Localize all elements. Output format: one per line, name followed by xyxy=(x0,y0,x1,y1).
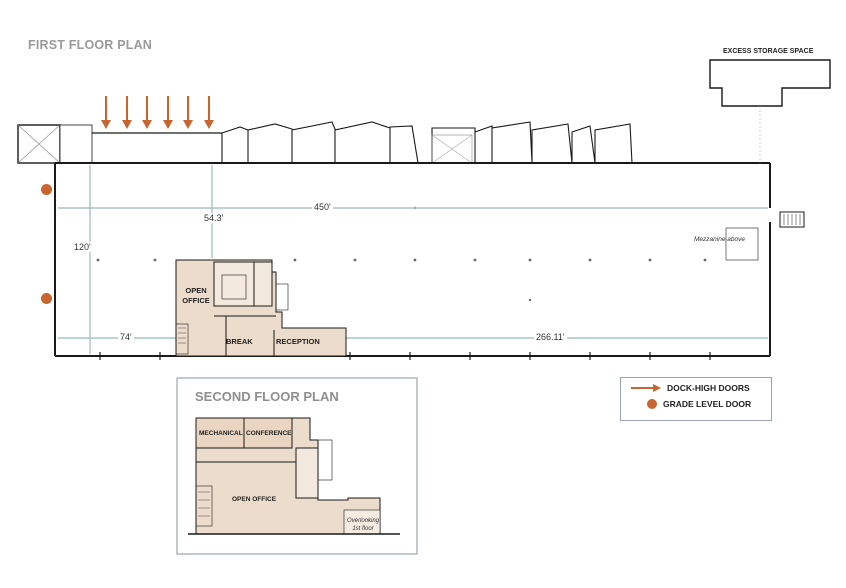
dimension-74: 74' xyxy=(118,332,134,342)
legend-item-dock-high: DOCK-HIGH DOORS xyxy=(621,380,771,396)
room-break: BREAK xyxy=(226,337,253,346)
excess-storage-label: EXCESS STORAGE SPACE xyxy=(723,48,814,55)
office-block-second-floor xyxy=(188,417,400,535)
arrow-right-icon xyxy=(631,384,661,392)
arrow-down-icon xyxy=(100,96,112,135)
arrow-down-icon xyxy=(121,96,133,135)
dot-icon xyxy=(647,399,657,409)
warehouse-outline xyxy=(54,162,805,360)
room-mechanical: MECHANICAL xyxy=(199,430,243,437)
dimension-width-120: 120' xyxy=(72,242,93,252)
dimension-lines xyxy=(58,165,768,354)
legend-label-dock-high: DOCK-HIGH DOORS xyxy=(667,383,750,393)
mezzanine-label: Mezzanine above xyxy=(694,236,745,243)
room-open-office: OPEN OFFICE xyxy=(182,286,210,305)
legend-label-grade-level: GRADE LEVEL DOOR xyxy=(663,399,752,409)
dimension-266-11: 266.11' xyxy=(534,332,567,342)
arrow-down-icon xyxy=(141,96,153,135)
column-grid xyxy=(96,206,707,302)
arrow-down-icon xyxy=(162,96,174,135)
legend: DOCK-HIGH DOORS GRADE LEVEL DOOR xyxy=(620,377,772,421)
legend-item-grade-level: GRADE LEVEL DOOR xyxy=(621,396,771,412)
grade-level-door-marker xyxy=(41,184,52,195)
room-reception: RECEPTION xyxy=(276,337,320,346)
second-floor-title: SECOND FLOOR PLAN xyxy=(195,389,339,404)
dimension-54-3: 54.3' xyxy=(202,213,226,223)
arrow-down-icon xyxy=(182,96,194,135)
room-overlooking: Overlooking 1st floor xyxy=(346,518,379,532)
room-open-office-2f: OPEN OFFICE xyxy=(232,496,277,503)
mezzanine-outline xyxy=(725,227,759,261)
arrow-down-icon xyxy=(203,96,215,135)
excess-storage-outline xyxy=(709,59,831,107)
room-conference: CONFERENCE xyxy=(246,430,292,437)
dimension-length-450: 450' xyxy=(312,202,333,212)
office-block-first-floor xyxy=(175,259,347,357)
first-floor-title: FIRST FLOOR PLAN xyxy=(28,38,153,52)
grade-level-door-marker xyxy=(41,293,52,304)
